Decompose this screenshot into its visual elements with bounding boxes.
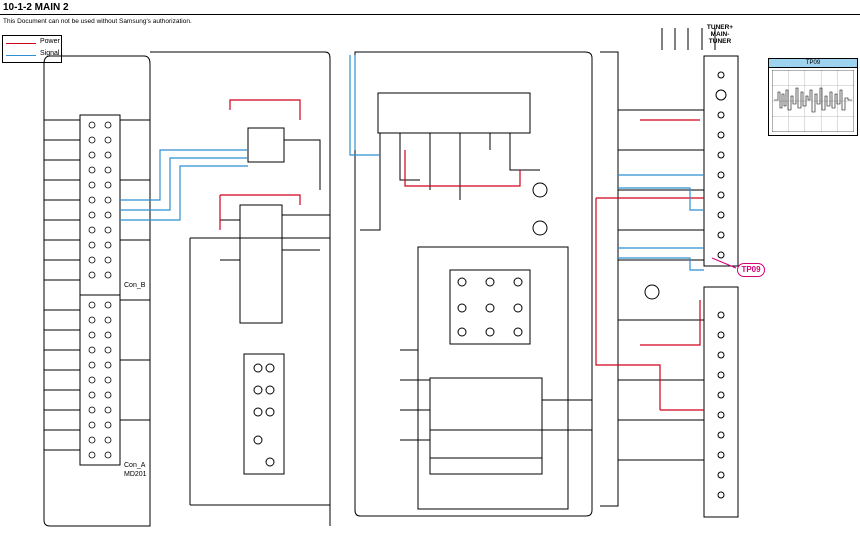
board-outline-center bbox=[354, 51, 593, 517]
rca-jack-8 bbox=[265, 457, 275, 467]
con-a-ref: MD201 bbox=[124, 471, 147, 478]
wire-ic bbox=[220, 139, 330, 261]
legend-signal: Signal bbox=[6, 50, 60, 60]
wire-center bbox=[360, 133, 540, 231]
wire-bus bbox=[189, 237, 330, 506]
jack-3 bbox=[513, 277, 523, 287]
tp09-waveform bbox=[772, 70, 854, 132]
rca-jack-3 bbox=[253, 385, 263, 395]
legend-power: Power bbox=[6, 38, 60, 48]
tuner-box-2 bbox=[703, 286, 739, 518]
wire-h3 bbox=[120, 119, 150, 421]
ic-wide bbox=[377, 92, 531, 134]
transistor-3 bbox=[644, 284, 660, 300]
wire-right bbox=[618, 109, 704, 461]
tp09-badge: TP09 bbox=[737, 263, 765, 277]
tp09-scope-title: TP09 bbox=[769, 59, 857, 68]
legend-signal-label: Signal bbox=[40, 50, 60, 57]
tuner-label-line1: TUNER+ bbox=[706, 24, 734, 31]
transistor-2 bbox=[532, 220, 548, 236]
connector-con-a bbox=[79, 294, 121, 466]
authorization-notice: This Document can not be used without Sa… bbox=[3, 18, 192, 25]
rca-jack-6 bbox=[265, 407, 275, 417]
con-a-label: Con_A bbox=[124, 462, 146, 469]
jack-1 bbox=[457, 277, 467, 287]
scart-connector bbox=[429, 377, 543, 459]
power-traces bbox=[219, 99, 704, 411]
tp09-scope: TP09 bbox=[768, 58, 858, 136]
tp09-trace bbox=[774, 87, 852, 113]
legend-power-swatch bbox=[6, 43, 36, 44]
board-outline-right bbox=[600, 51, 619, 507]
connector-con-b bbox=[79, 114, 121, 296]
tuner-posts bbox=[661, 28, 716, 50]
scart-connector-2 bbox=[429, 429, 543, 475]
rca-jack-4 bbox=[265, 385, 275, 395]
legend: Power Signal bbox=[2, 35, 62, 63]
con-b-label: Con_B bbox=[124, 282, 146, 289]
ic-tall bbox=[239, 204, 283, 324]
jack-5 bbox=[485, 303, 495, 313]
page-title: 10-1-2 MAIN 2 bbox=[3, 2, 69, 13]
rca-jack-1 bbox=[253, 363, 263, 373]
legend-power-label: Power bbox=[40, 38, 60, 45]
scart-jack-block bbox=[449, 269, 531, 345]
wire-h2 bbox=[44, 309, 80, 451]
tuner-pins bbox=[715, 71, 727, 499]
jack-8 bbox=[485, 327, 495, 337]
wire-h1 bbox=[44, 119, 80, 281]
rca-jack-5 bbox=[253, 407, 263, 417]
jack-4 bbox=[457, 303, 467, 313]
board-outline-left bbox=[43, 55, 151, 527]
rca-jack-7 bbox=[253, 435, 263, 445]
signal-traces bbox=[120, 55, 704, 271]
jack-9 bbox=[513, 327, 523, 337]
title-divider bbox=[0, 14, 860, 15]
legend-signal-swatch bbox=[6, 55, 36, 56]
tuner-box bbox=[703, 55, 739, 267]
board-outline-mid bbox=[150, 51, 331, 526]
jack-2 bbox=[485, 277, 495, 287]
scart-outer bbox=[417, 246, 569, 510]
jack-7 bbox=[457, 327, 467, 337]
ic-small bbox=[247, 127, 285, 163]
jack-6 bbox=[513, 303, 523, 313]
tuner-label-line2: MAIN-TUNER bbox=[708, 31, 732, 45]
tp09-pointer bbox=[711, 257, 737, 269]
rca-block bbox=[243, 353, 285, 475]
tuner-label: TUNER+ MAIN-TUNER bbox=[700, 24, 740, 45]
connector-pins bbox=[88, 121, 112, 459]
rca-jack-2 bbox=[265, 363, 275, 373]
wire-scart bbox=[400, 349, 592, 441]
transistor-1 bbox=[532, 182, 548, 198]
